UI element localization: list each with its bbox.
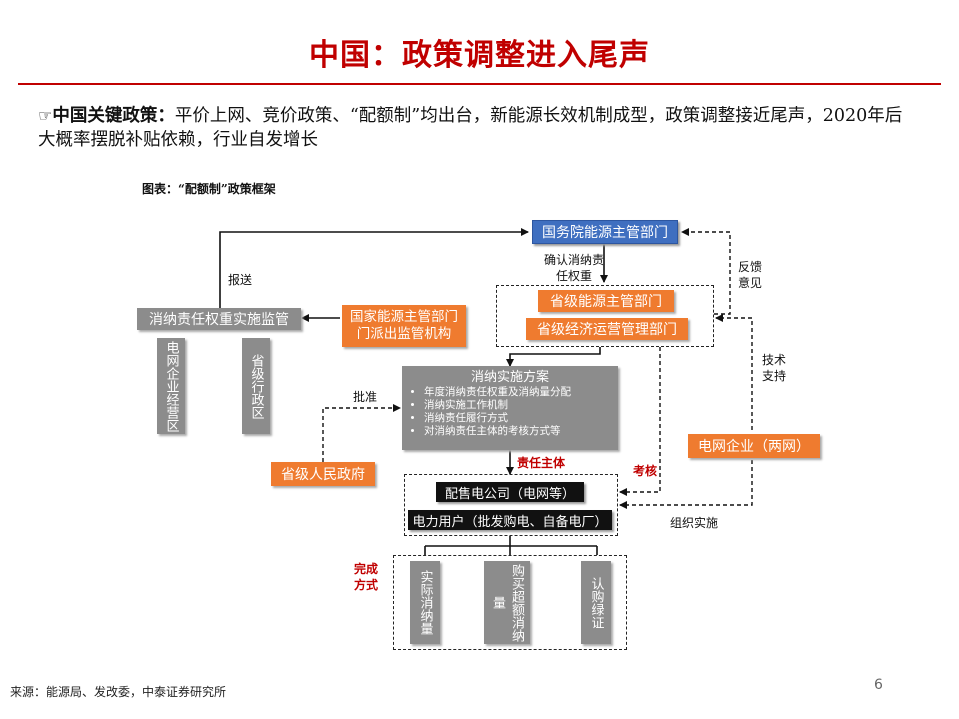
- source-note: 来源：能源局、发改委，中泰证券研究所: [10, 685, 227, 699]
- feedback-label: 反馈意见: [737, 260, 762, 290]
- bullet-text: 平价上网、竞价政策、“配额制”均出台，新能源长效机制成型，政策调整接近尾声，20…: [38, 106, 903, 150]
- plan-item: 对消纳责任主体的考核方式等: [424, 425, 610, 438]
- plan-item: 消纳责任履行方式: [424, 412, 610, 425]
- responsible-subject-label: 责任主体: [516, 456, 565, 470]
- provincial-dept-group: [496, 285, 714, 347]
- pointing-hand-icon: ☞: [38, 106, 53, 125]
- plan-item: 消纳实施工作机制: [424, 399, 610, 412]
- provincial-energy-dept: 省级能源主管部门: [538, 290, 674, 312]
- approve-label: 批准: [352, 390, 377, 404]
- tech-support-label: 技术支持: [761, 353, 786, 383]
- confirm-weight-label: 确认消纳责任权重: [544, 253, 605, 283]
- tech-support-arrow: [715, 314, 753, 430]
- consumption-plan-list: 年度消纳责任权重及消纳量分配 消纳实施工作机制 消纳责任履行方式 对消纳责任主体…: [410, 386, 610, 438]
- organize-arrow: [619, 460, 753, 509]
- method-green-certificate: 认购绿证: [581, 561, 611, 644]
- assess-arrow: [619, 347, 661, 496]
- completion-methods-group: [393, 555, 627, 650]
- provincial-econ-dept: 省级经济运营管理部门: [526, 318, 688, 340]
- page-title: 中国：政策调整进入尾声: [309, 38, 650, 73]
- provincial-government: 省级人民政府: [271, 462, 375, 486]
- report-label: 报送: [227, 273, 252, 287]
- organize-label: 组织实施: [669, 516, 718, 530]
- bullet-lead: 中国关键政策：: [52, 106, 175, 126]
- assess-label: 考核: [632, 464, 657, 478]
- distribution-company: 配售电公司（电网等）: [436, 482, 584, 502]
- power-users: 电力用户（批发购电、自备电厂）: [408, 510, 612, 530]
- consumption-plan: 消纳实施方案 年度消纳责任权重及消纳量分配 消纳实施工作机制 消纳责任履行方式 …: [402, 366, 618, 450]
- nea-regulatory-office: 国家能源主管部门门派出监管机构: [342, 305, 466, 347]
- title-divider: [18, 83, 941, 85]
- state-council-energy-dept: 国务院能源主管部门: [532, 220, 678, 244]
- weight-supervision: 消纳责任权重实施监管: [137, 308, 301, 330]
- provincial-admin-area: 省级行政区: [242, 338, 270, 434]
- grid-company: 电网企业（两网）: [688, 434, 820, 458]
- page-number: 6: [874, 677, 883, 693]
- grid-operating-area: 电网企业经营区: [157, 338, 185, 434]
- key-policy-bullet: ☞中国关键政策：平价上网、竞价政策、“配额制”均出台，新能源长效机制成型，政策调…: [38, 104, 918, 152]
- figure-caption: 图表：“配额制”政策框架: [142, 182, 276, 196]
- approve-arrow: [322, 404, 401, 462]
- completion-method-label: 完成方式: [353, 562, 378, 592]
- method-actual-consumption: 实际消纳量: [410, 561, 440, 644]
- method-buy-excess: 购买超额消纳量: [484, 561, 530, 644]
- plan-item: 年度消纳责任权重及消纳量分配: [424, 386, 610, 399]
- consumption-plan-title: 消纳实施方案: [470, 370, 549, 385]
- provincial-to-plan-line: [506, 347, 601, 367]
- report-arrow: [219, 228, 529, 308]
- responsible-subjects-group: [404, 474, 618, 536]
